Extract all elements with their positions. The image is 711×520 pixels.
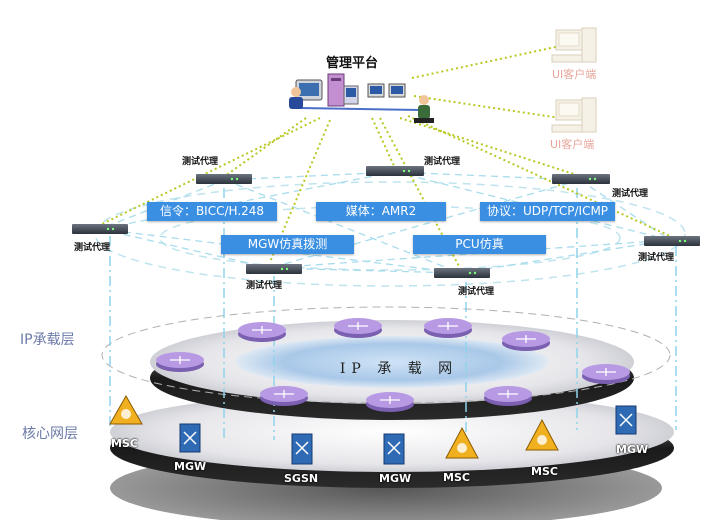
core-node-label: MSC	[111, 437, 138, 450]
vertical-links	[109, 188, 677, 440]
agent-device-4	[72, 224, 128, 234]
agent-label: 测试代理	[612, 189, 649, 199]
ip-bearer-layer-label: IP承载层	[20, 332, 75, 348]
router-icon	[260, 386, 308, 406]
core-layer-label: 核心网层	[22, 426, 78, 442]
agent-label: 测试代理	[246, 281, 283, 291]
msc-icon	[525, 418, 559, 451]
core-node-label: MGW	[174, 460, 207, 473]
router-icon	[582, 364, 630, 384]
management-platform-title: 管理平台	[326, 56, 379, 71]
agent-label: 测试代理	[74, 243, 111, 253]
agent-device-6	[246, 264, 302, 274]
agent-devices	[72, 166, 700, 278]
ui-client-label: UI客户端	[552, 68, 597, 81]
agent-ring-inner	[159, 205, 621, 271]
router-icon	[366, 392, 414, 412]
agent-label: 测试代理	[638, 253, 675, 263]
router-icon	[424, 318, 472, 338]
ui-client-2	[551, 97, 597, 133]
agent-ring-outer	[94, 181, 686, 287]
router-icon	[502, 331, 550, 351]
ip-routers	[156, 318, 630, 412]
core-node-label: MGW	[379, 472, 412, 485]
mgw-icon	[615, 405, 637, 435]
router-icon	[334, 318, 382, 338]
agent-label: 测试代理	[182, 157, 219, 167]
router-icon	[238, 322, 286, 342]
ui-client-1	[551, 27, 597, 63]
msc-icon	[109, 394, 143, 425]
agent-device-1	[196, 174, 252, 184]
agent-device-3	[552, 174, 610, 184]
signaling-box: 信令：BICC/H.248	[147, 202, 277, 221]
agent-device-2	[366, 166, 424, 176]
core-node-label: SGSN	[284, 472, 319, 485]
router-icon	[156, 352, 204, 372]
agent-device-7	[434, 268, 490, 278]
ui-client-label: UI客户端	[550, 138, 595, 151]
core-node-label: MSC	[443, 471, 470, 484]
agent-mesh-links	[99, 171, 671, 274]
media-box: 媒体：AMR2	[316, 202, 446, 221]
agent-device-5	[644, 236, 700, 246]
agent-label: 测试代理	[424, 157, 461, 167]
ip-network-cloud	[236, 336, 548, 388]
ip-network-label: IP 承 载 网	[339, 361, 459, 377]
mgw-simulation-box: MGW仿真拨测	[221, 235, 354, 254]
mgw-icon	[383, 433, 405, 465]
msc-icon	[445, 426, 479, 459]
management-platform	[289, 73, 434, 123]
protocol-box: 协议：UDP/TCP/ICMP	[480, 202, 615, 221]
pcu-simulation-box: PCU仿真	[413, 235, 546, 254]
core-node-label: MSC	[531, 465, 558, 478]
agent-label: 测试代理	[458, 287, 495, 297]
core-node-icons	[109, 394, 637, 465]
core-node-label: MGW	[616, 443, 649, 456]
mgw-icon	[179, 423, 201, 453]
router-icon	[484, 386, 532, 406]
sgsn-icon	[291, 433, 313, 465]
ip-layer-ring	[101, 306, 671, 404]
